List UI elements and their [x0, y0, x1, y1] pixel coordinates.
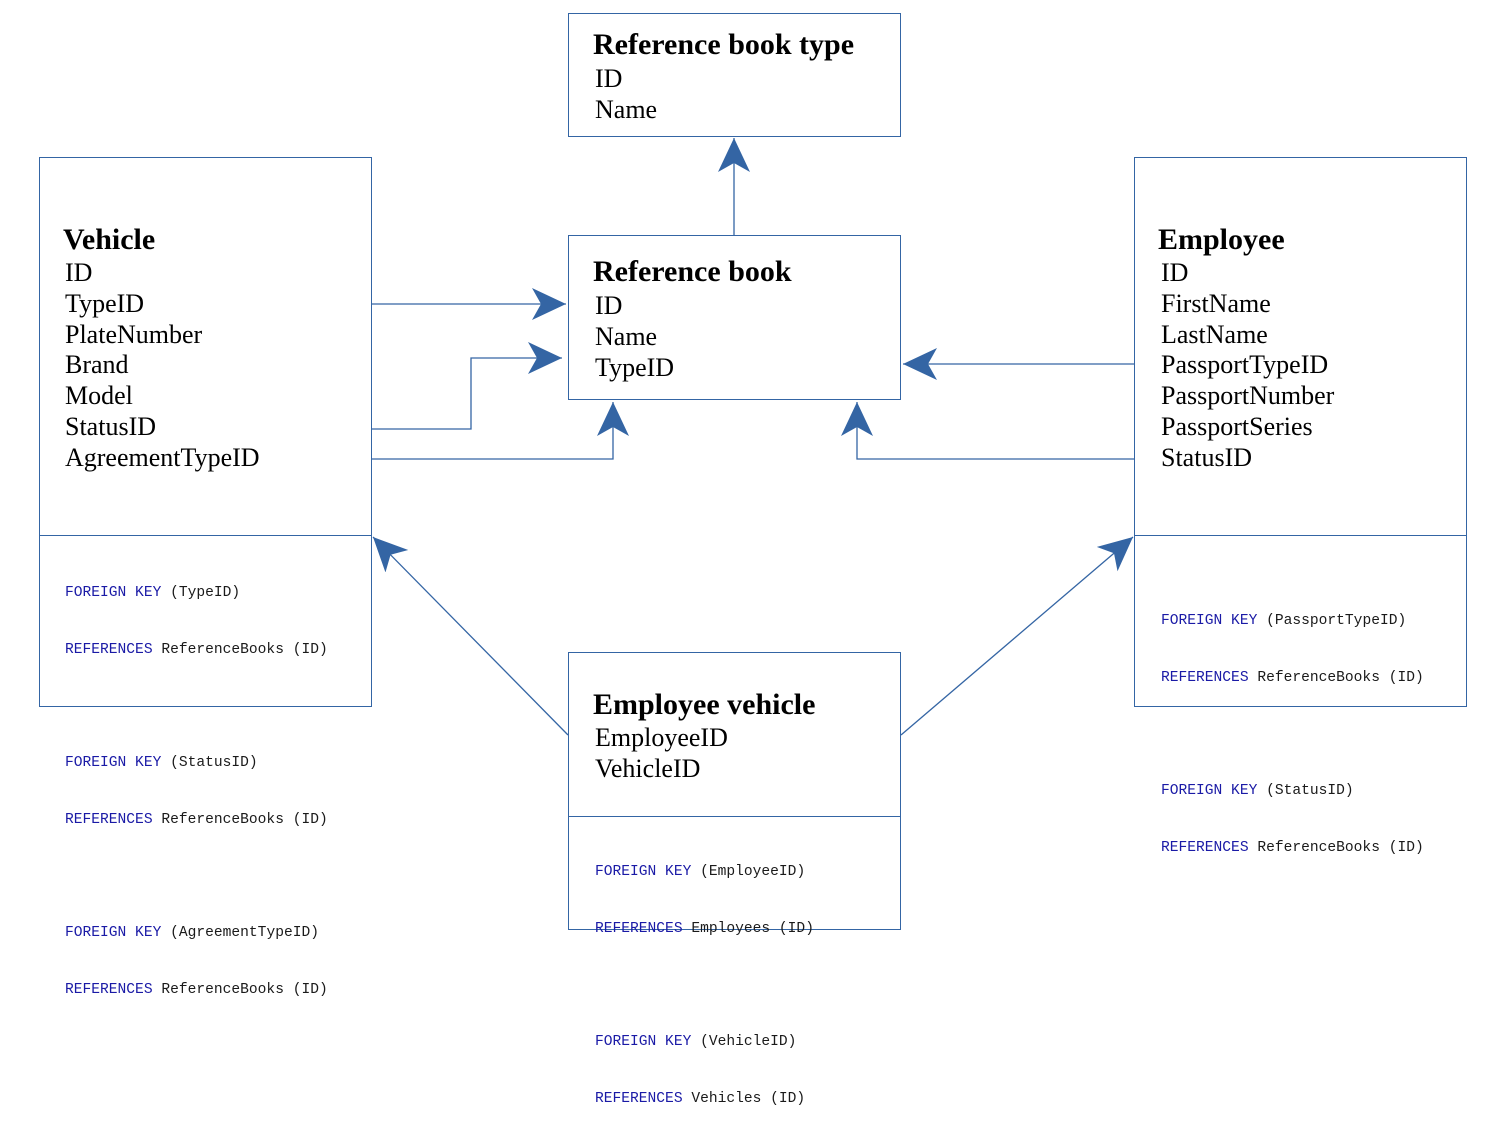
fk-target: Vehicles (ID) — [691, 1091, 806, 1107]
foreign-keys: FOREIGN KEY (EmployeeID) REFERENCES Empl… — [595, 825, 814, 1147]
field: StatusID — [65, 411, 156, 441]
fk-keyword: REFERENCES — [1161, 840, 1249, 856]
fk-column: (TypeID) — [170, 585, 241, 601]
entity-title: Employee vehicle — [593, 688, 816, 721]
fk-column: (EmployeeID) — [700, 864, 806, 880]
connector-vehicle-agreementtypeid — [372, 402, 629, 460]
entity-reference-book-type: Reference book type ID Name — [568, 13, 901, 137]
entity-reference-book: Reference book ID Name TypeID — [568, 235, 901, 400]
field: VehicleID — [595, 753, 701, 783]
connector-vehicle-statusid — [372, 342, 562, 430]
field: PassportTypeID — [1161, 350, 1329, 380]
fk-target: ReferenceBooks (ID) — [161, 982, 328, 998]
fk-keyword: FOREIGN KEY — [1161, 783, 1258, 799]
fk-keyword: FOREIGN KEY — [1161, 613, 1258, 629]
fk-column: (StatusID) — [1266, 783, 1354, 799]
entity-employee-vehicle: Employee vehicle EmployeeID VehicleID FO… — [568, 652, 901, 1107]
entity-title: Employee — [1158, 223, 1285, 256]
fk-line: FOREIGN KEY (StatusID) — [65, 754, 328, 773]
fk-keyword: FOREIGN KEY — [65, 585, 162, 601]
connector-employeevehicle-vehicleid — [372, 536, 569, 736]
fk-line: FOREIGN KEY (TypeID) — [65, 584, 328, 603]
entity-vehicle: Vehicle ID TypeID PlateNumber Brand Mode… — [39, 157, 372, 998]
field: AgreementTypeID — [65, 442, 260, 472]
field: TypeID — [65, 288, 145, 318]
fk-line: REFERENCES ReferenceBooks (ID) — [65, 641, 328, 660]
field-list: ID Name TypeID — [595, 291, 674, 383]
fk-line: REFERENCES ReferenceBooks (ID) — [1161, 669, 1424, 688]
fk-keyword: FOREIGN KEY — [65, 755, 162, 771]
field: Brand — [65, 350, 129, 380]
field: ID — [595, 64, 623, 93]
field: LastName — [1161, 319, 1268, 349]
field: PassportNumber — [1161, 381, 1335, 411]
fk-line: FOREIGN KEY (VehicleID) — [595, 1033, 814, 1052]
fk-line: REFERENCES Vehicles (ID) — [595, 1090, 814, 1109]
section-divider — [40, 535, 371, 536]
fk-keyword: REFERENCES — [65, 982, 153, 998]
fk-keyword: REFERENCES — [595, 921, 683, 937]
relationship-connectors — [372, 138, 1134, 736]
field-list: EmployeeID VehicleID — [595, 723, 728, 785]
fk-line: REFERENCES ReferenceBooks (ID) — [65, 981, 328, 1000]
fk-column: (AgreementTypeID) — [170, 925, 319, 941]
fk-keyword: FOREIGN KEY — [65, 925, 162, 941]
field: PassportSeries — [1161, 411, 1313, 441]
fk-line: FOREIGN KEY (StatusID) — [1161, 782, 1424, 801]
connector-employee-statusid — [841, 402, 1134, 460]
fk-target: ReferenceBooks (ID) — [161, 812, 328, 828]
fk-line: REFERENCES ReferenceBooks (ID) — [1161, 839, 1424, 858]
fk-keyword: REFERENCES — [65, 642, 153, 658]
field: ID — [65, 258, 93, 287]
entity-title: Reference book type — [593, 28, 855, 61]
fk-line: FOREIGN KEY (PassportTypeID) — [1161, 612, 1424, 631]
fk-keyword: REFERENCES — [595, 1091, 683, 1107]
foreign-keys: FOREIGN KEY (TypeID) REFERENCES Referenc… — [65, 546, 328, 1038]
fk-column: (StatusID) — [170, 755, 258, 771]
fk-line: REFERENCES ReferenceBooks (ID) — [65, 811, 328, 830]
fk-keyword: FOREIGN KEY — [595, 1034, 692, 1050]
fk-column: (PassportTypeID) — [1266, 613, 1407, 629]
field: PlateNumber — [65, 319, 203, 349]
fk-target: ReferenceBooks (ID) — [1257, 670, 1424, 686]
entity-title: Vehicle — [63, 223, 156, 256]
foreign-keys: FOREIGN KEY (PassportTypeID) REFERENCES … — [1161, 574, 1424, 896]
fk-keyword: FOREIGN KEY — [595, 864, 692, 880]
field-list: ID TypeID PlateNumber Brand Model Status… — [65, 258, 260, 474]
field: StatusID — [1161, 442, 1252, 472]
field: FirstName — [1161, 288, 1271, 318]
field-list: ID Name — [595, 64, 657, 126]
fk-line: REFERENCES Employees (ID) — [595, 920, 814, 939]
field: TypeID — [595, 352, 675, 382]
field-list: ID FirstName LastName PassportTypeID Pas… — [1161, 258, 1334, 474]
fk-keyword: REFERENCES — [1161, 670, 1249, 686]
field: ID — [595, 291, 623, 320]
fk-target: ReferenceBooks (ID) — [161, 642, 328, 658]
fk-keyword: REFERENCES — [65, 812, 153, 828]
field: Name — [595, 94, 658, 124]
field: EmployeeID — [595, 723, 728, 752]
connector-employeevehicle-employeeid — [900, 536, 1134, 736]
field: ID — [1161, 258, 1189, 287]
fk-line: FOREIGN KEY (AgreementTypeID) — [65, 924, 328, 943]
section-divider — [569, 816, 900, 817]
section-divider — [1135, 535, 1466, 536]
entity-title: Reference book — [593, 255, 792, 288]
fk-line: FOREIGN KEY (EmployeeID) — [595, 863, 814, 882]
entity-employee: Employee ID FirstName LastName PassportT… — [1134, 157, 1467, 856]
fk-target: ReferenceBooks (ID) — [1257, 840, 1424, 856]
fk-target: Employees (ID) — [691, 921, 814, 937]
field: Name — [595, 321, 658, 351]
fk-column: (VehicleID) — [700, 1034, 797, 1050]
field: Model — [65, 381, 133, 411]
